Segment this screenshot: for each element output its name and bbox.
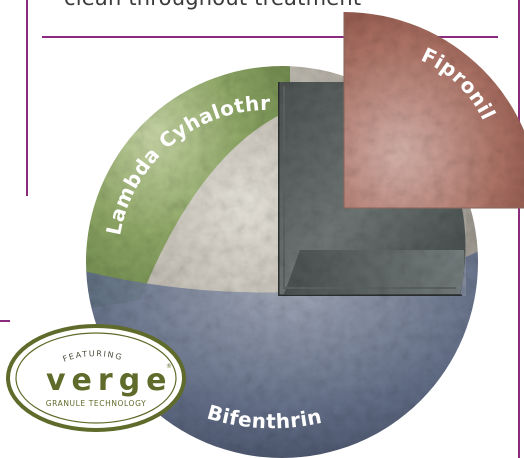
verge-badge: FEATURING verge ® GRANULE TECHNOLOGY [8, 326, 184, 430]
badge-tagline-text: GRANULE TECHNOLOGY [46, 399, 147, 408]
badge-registered-mark: ® [166, 363, 172, 370]
badge-brand-text: verge [46, 363, 173, 398]
